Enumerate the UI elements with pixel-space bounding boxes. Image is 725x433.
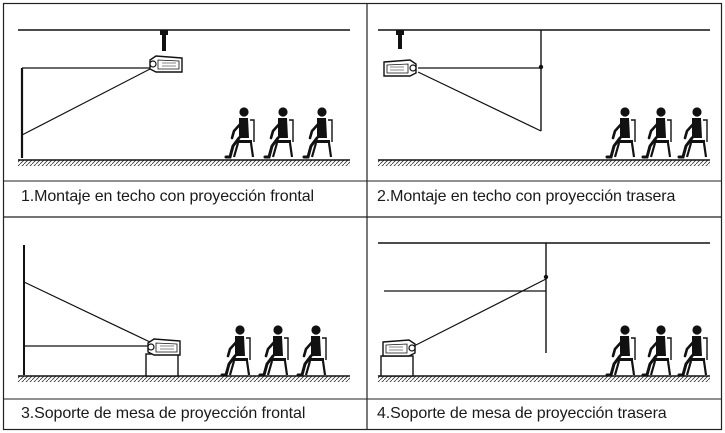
table-icon <box>145 353 179 377</box>
panel-4-caption: 4.Soporte de mesa de proyección trasera <box>377 405 667 422</box>
projector-icon <box>147 338 181 356</box>
ceiling-mount-icon <box>160 30 168 51</box>
panel-1-illustration <box>18 29 350 166</box>
floor-hatch <box>378 376 710 382</box>
panel-1-caption: 1.Montaje en techo con proyección fronta… <box>21 188 314 205</box>
panel-3-caption: 3.Soporte de mesa de proyección frontal <box>21 405 306 422</box>
viewer-icon <box>220 323 328 377</box>
projector-icon <box>382 339 416 357</box>
floor-hatch <box>378 160 710 166</box>
panel-4-illustration <box>378 242 710 382</box>
viewer-icon <box>605 323 709 377</box>
panel-2-illustration <box>378 29 710 166</box>
projector-icon <box>149 55 183 73</box>
projector-icon <box>383 59 417 77</box>
viewer-icon <box>605 105 709 159</box>
floor-hatch <box>18 376 350 382</box>
panel-3-illustration <box>18 245 350 382</box>
ceiling-mount-icon <box>396 30 404 49</box>
floor-hatch <box>18 160 350 166</box>
table-icon <box>380 355 414 377</box>
panel-2-caption: 2.Montaje en techo con proyección traser… <box>377 188 676 205</box>
viewer-icon <box>224 105 334 159</box>
